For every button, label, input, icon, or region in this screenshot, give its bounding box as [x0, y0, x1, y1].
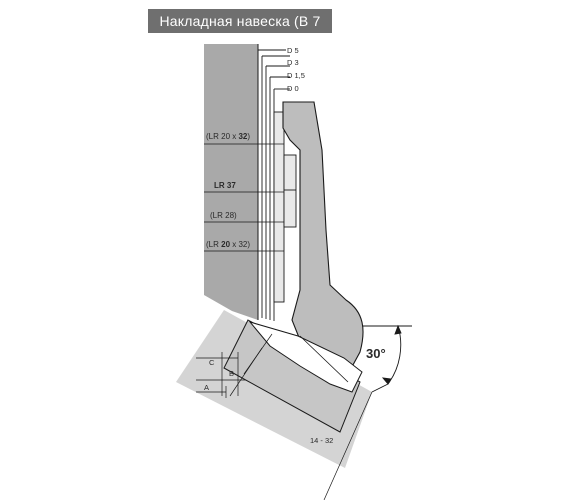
overlay-label-d15: D 1,5: [287, 71, 305, 80]
angle-label: 30°: [366, 346, 386, 361]
plate-label-lr28: (LR 28): [210, 211, 237, 220]
door-thickness-label: 14 - 32: [310, 436, 333, 445]
plate-label-lr20x32-bottom: (LR 20 x 32): [206, 240, 250, 249]
hinge-cup-line: [299, 335, 349, 383]
dimension-lines-abc: [196, 333, 273, 398]
plate-label-lr20x32-top: (LR 20 x 32): [206, 132, 250, 141]
plate-leader-lines: [204, 143, 284, 252]
dimension-label-b: B: [229, 369, 234, 378]
hinge-cup: [248, 321, 363, 393]
hinge-arm: [282, 101, 364, 375]
overlay-label-d5: D 5: [287, 46, 299, 55]
overlay-label-d3: D 3: [287, 58, 299, 67]
angle-indicator: [362, 324, 412, 393]
plate-label-lr37: LR 37: [214, 181, 236, 190]
door-thickness-dimension: [323, 391, 373, 500]
diagram-title: Накладная навеска (В 7 мм): [148, 9, 332, 53]
dimension-label-c: C: [209, 358, 215, 367]
overlay-label-d0: D 0: [287, 84, 299, 93]
dimension-label-a: A: [204, 383, 209, 392]
mounting-plate: [273, 111, 297, 303]
